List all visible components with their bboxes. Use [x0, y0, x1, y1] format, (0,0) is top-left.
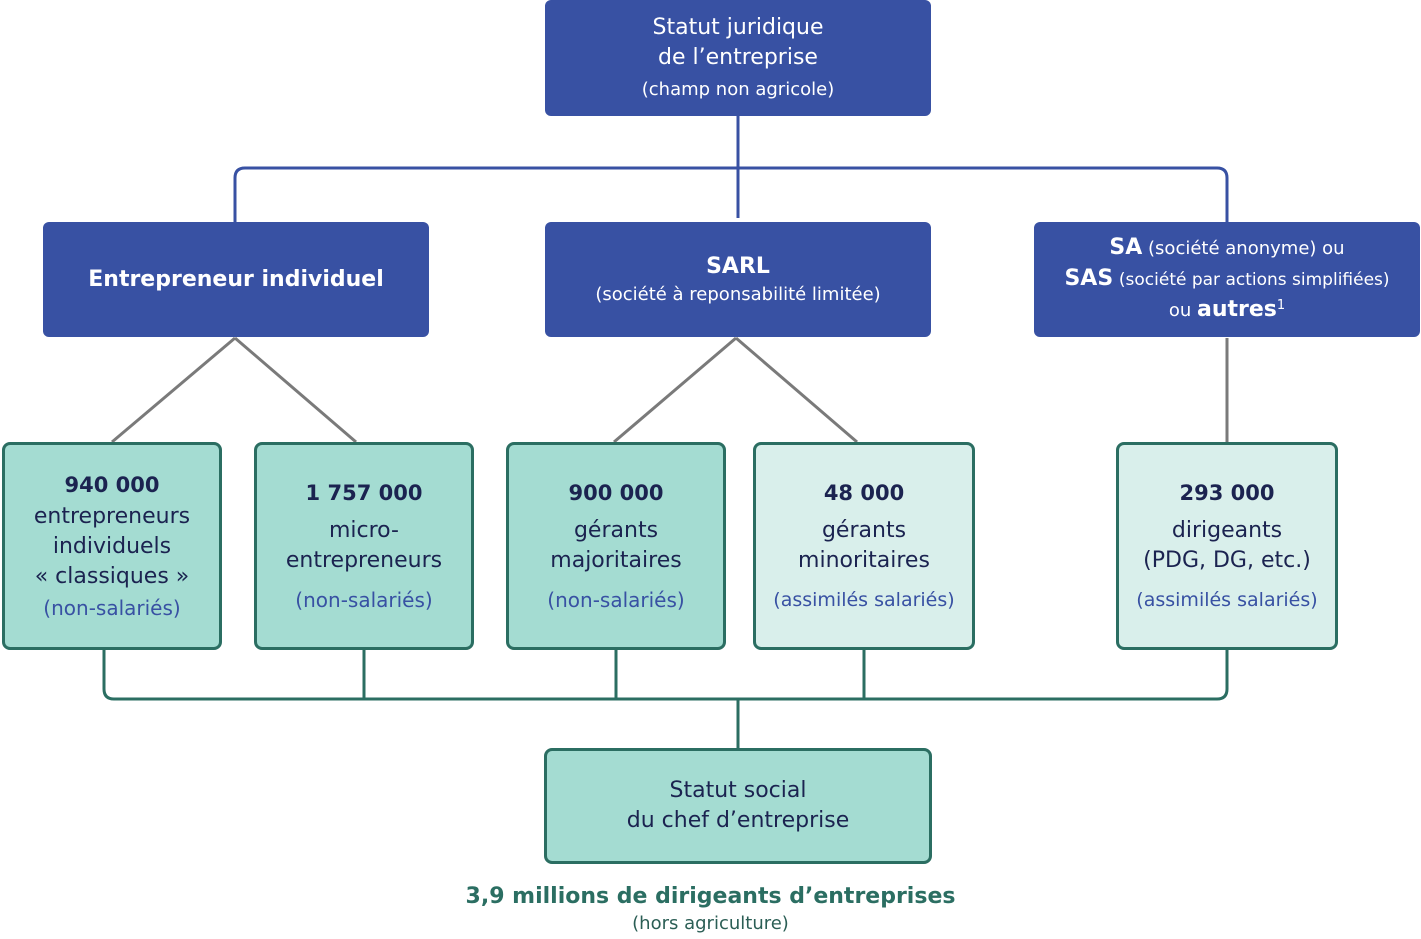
connector-sarl-to-majority [613, 336, 737, 444]
social-status-line1: Statut social [669, 778, 807, 803]
sarl-sub: (société à reponsabilité limitée) [595, 283, 881, 305]
classic-line3: « classiques » [34, 564, 190, 589]
classic-status: (non-salariés) [43, 596, 181, 620]
classic-line1: entrepreneurs [33, 504, 191, 529]
legal-status-title-line1: Statut juridique [652, 15, 824, 40]
sas-text: (société par actions simplifiées) [1118, 270, 1390, 290]
box-social-status: Statut social du chef d’entreprise [544, 748, 932, 864]
footnote-marker: 1 [1276, 298, 1286, 313]
sas-line: SAS (société par actions simplifiées) [1064, 264, 1389, 295]
legal-status-scope: (champ non agricole) [641, 79, 835, 100]
connector-top-bracket [233, 166, 1229, 222]
autres-line: ou autres1 [1169, 295, 1285, 326]
footer-note: (hors agriculture) [632, 913, 789, 934]
box-sarl: SARL (société à reponsabilité limitée) [545, 222, 931, 337]
classic-count: 940 000 [64, 473, 160, 497]
majority-status: (non-salariés) [547, 588, 685, 612]
micro-count: 1 757 000 [305, 481, 423, 505]
sas-abbr: SAS [1064, 266, 1114, 291]
classic-line2: individuels [52, 534, 172, 559]
leaders-status: (assimilés salariés) [1136, 589, 1318, 611]
sarl-label: SARL [706, 253, 770, 279]
majority-line2: majoritaires [550, 548, 682, 573]
micro-line1: micro- [328, 518, 399, 543]
footer-total: 3,9 millions de dirigeants d’entreprises [465, 884, 956, 909]
sa-text: (société anonyme) ou [1148, 238, 1345, 259]
connector-sarl-to-minority [735, 336, 858, 444]
leaders-line1: dirigeants [1171, 518, 1283, 543]
leaders-line2: (PDG, DG, etc.) [1143, 548, 1311, 573]
box-micro-entrepreneurs: 1 757 000 micro- entrepreneurs (non-sala… [254, 442, 474, 650]
box-classic-entrepreneurs: 940 000 entrepreneurs individuels « clas… [2, 442, 222, 650]
box-legal-status: Statut juridique de l’entreprise (champ … [545, 0, 931, 116]
or-text: ou [1168, 300, 1192, 321]
autres-label: autres [1196, 297, 1277, 322]
box-minority-managers: 48 000 gérants minoritaires (assimilés s… [753, 442, 975, 650]
connector-ei-to-classic [111, 336, 236, 444]
social-status-line2: du chef d’entreprise [626, 808, 850, 833]
minority-status: (assimilés salariés) [773, 589, 955, 611]
box-majority-managers: 900 000 gérants majoritaires (non-salari… [506, 442, 726, 650]
leaders-count: 293 000 [1179, 481, 1275, 505]
majority-line1: gérants [573, 518, 659, 543]
box-sa-sas: SA (société anonyme) ou SAS (société par… [1034, 222, 1420, 337]
box-company-leaders: 293 000 dirigeants (PDG, DG, etc.) (assi… [1116, 442, 1338, 650]
connector-bottom-bracket [102, 650, 1229, 701]
connector-ei-to-micro [234, 336, 357, 444]
minority-count: 48 000 [823, 481, 905, 505]
box-entrepreneur-individuel: Entrepreneur individuel [43, 222, 429, 337]
sa-line: SA (société anonyme) ou [1109, 233, 1344, 264]
ei-label: Entrepreneur individuel [88, 266, 384, 292]
minority-line1: gérants [821, 518, 907, 543]
micro-status: (non-salariés) [295, 588, 433, 612]
majority-count: 900 000 [568, 481, 664, 505]
micro-line2: entrepreneurs [285, 548, 443, 573]
legal-status-title-line2: de l’entreprise [658, 45, 818, 70]
minority-line2: minoritaires [798, 548, 930, 573]
sa-abbr: SA [1109, 235, 1143, 260]
